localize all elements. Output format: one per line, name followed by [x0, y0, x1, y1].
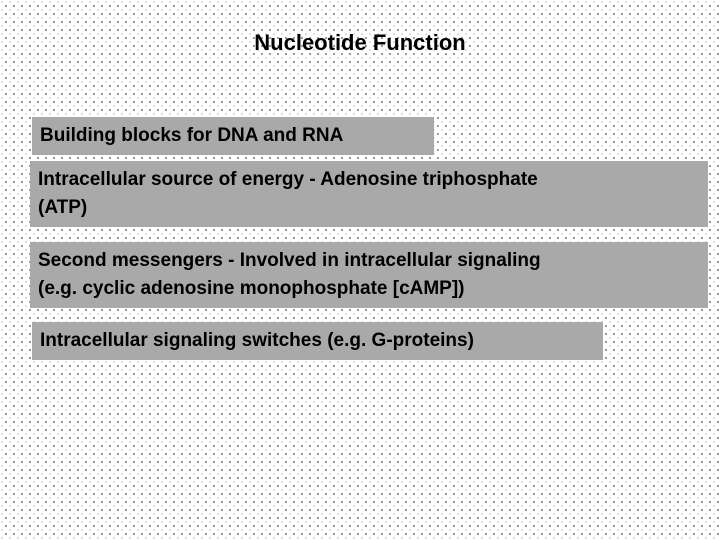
bullet-box-second-messengers: Second messengers - Involved in intracel…: [30, 242, 708, 308]
bullet-box-energy-atp: Intracellular source of energy - Adenosi…: [30, 161, 708, 227]
bullet-box-building-blocks: Building blocks for DNA and RNA: [32, 117, 434, 155]
bullet-box-signaling-switches: Intracellular signaling switches (e.g. G…: [32, 322, 603, 360]
slide-title: Nucleotide Function: [254, 30, 466, 55]
